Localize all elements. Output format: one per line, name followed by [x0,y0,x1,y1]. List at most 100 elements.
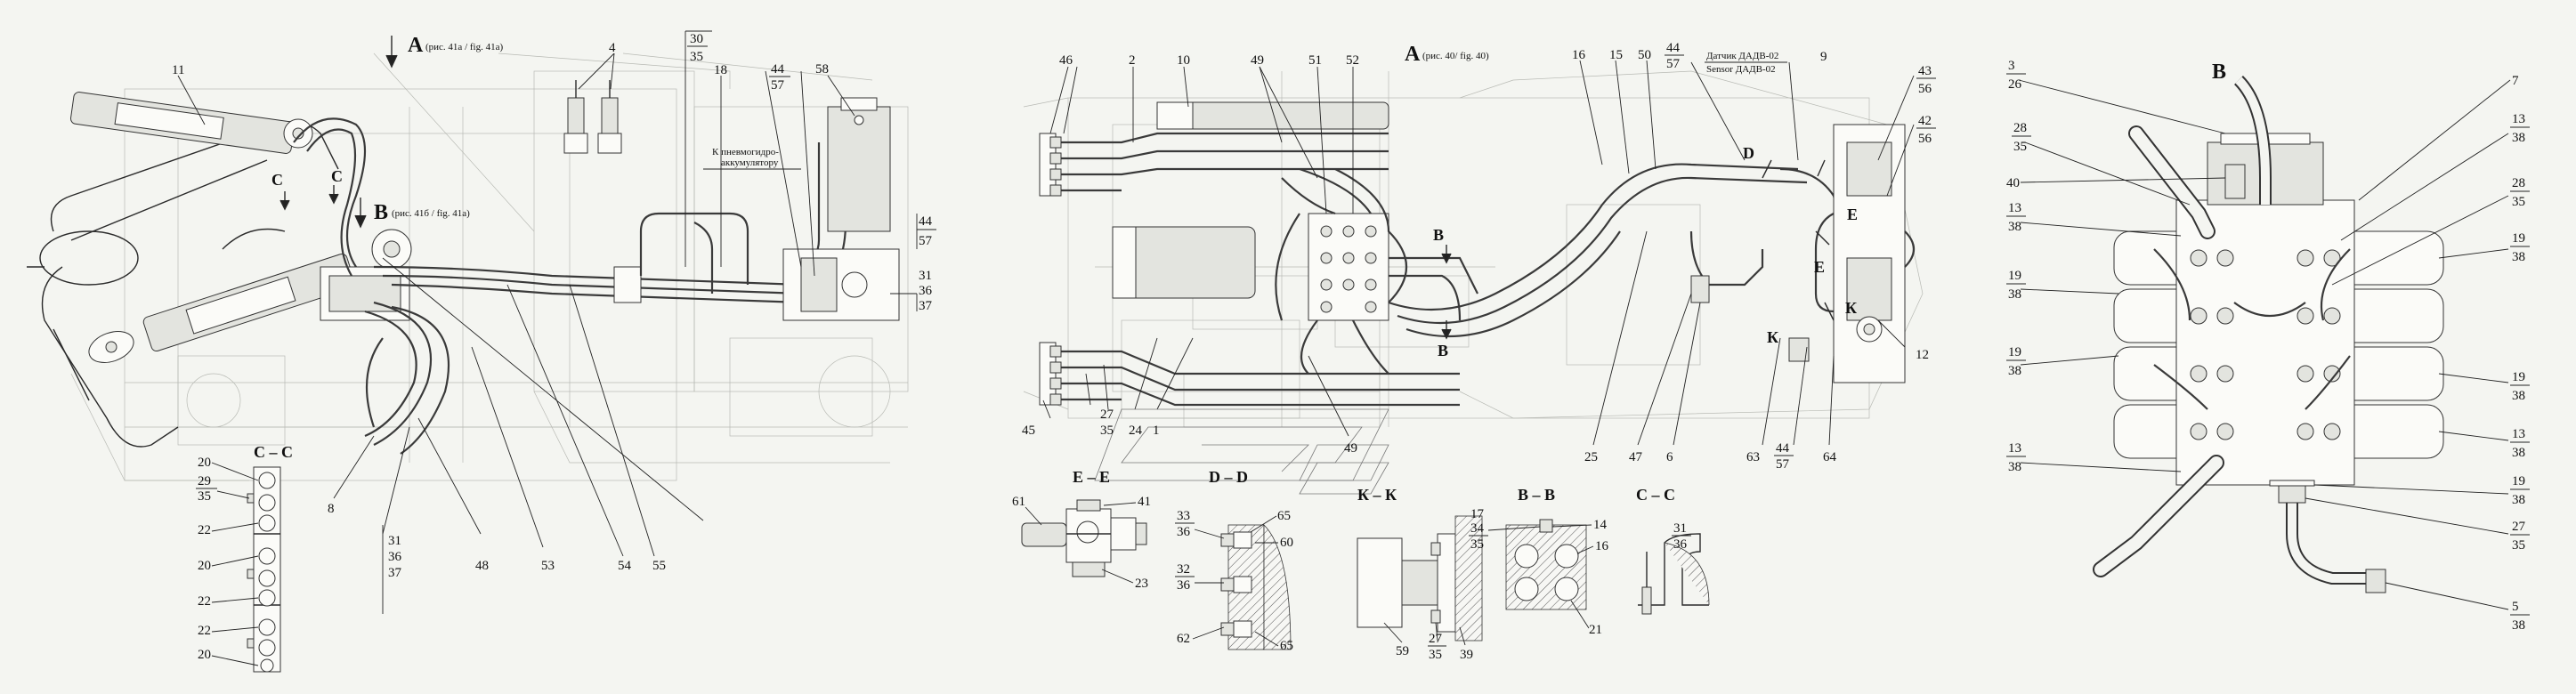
center-label-12: 12 [1916,348,1929,362]
cut-k2: К [1767,328,1778,346]
r-label-27: 27 [2512,520,2526,534]
right-view-labels: 3 26 7 28 35 13 38 40 13 38 28 35 19 38 … [2006,59,2530,633]
r-label-19c: 19 [2008,345,2021,359]
center-label-6: 6 [1666,450,1673,464]
label-48: 48 [475,559,489,573]
center-label-49a: 49 [1251,53,1264,68]
center-label-64: 64 [1823,450,1837,464]
dd-label-60: 60 [1280,536,1293,550]
label-58: 58 [815,62,829,77]
r-label-19b: 19 [2008,269,2021,283]
r-label-38f: 38 [2512,389,2525,403]
section-ee-title: Е – Е [1073,468,1110,486]
label-57b: 57 [919,234,933,248]
ee-label-61: 61 [1012,495,1025,509]
section-bb-title: В – В [1518,486,1555,504]
label-57a: 57 [771,78,785,93]
r-label-35c: 35 [2512,538,2525,553]
r-label-38d: 38 [2008,287,2021,302]
right-view-b: B [2018,61,2511,610]
center-label-45: 45 [1022,424,1035,438]
center-label-46: 46 [1059,53,1073,68]
cc-label-20c: 20 [198,648,211,662]
center-label-43: 43 [1918,64,1932,78]
center-label-56a: 56 [1918,82,1932,96]
r-label-38j: 38 [2512,618,2525,633]
view-a-left-letter: A [408,34,424,57]
center-label-35: 35 [1100,424,1114,438]
bb-label-14: 14 [1593,518,1608,532]
center-label-50: 50 [1638,48,1651,62]
bb-label-35: 35 [1470,537,1484,552]
dd-label-62: 62 [1177,632,1190,646]
center-view-labels: A (рис. 40/ fig. 40) Датчик ДАДВ-02 Sens… [1022,41,1936,472]
kk-label-35: 35 [1429,648,1442,662]
center-label-44: 44 [1666,41,1681,55]
section-kk-title: К – К [1357,486,1397,504]
center-label-52: 52 [1346,53,1359,68]
center-label-49b: 49 [1344,441,1357,456]
label-54: 54 [618,559,632,573]
note-sensor-1: Датчик ДАДВ-02 [1706,51,1778,61]
section-bb: В – В 17 34 35 14 16 21 [1469,486,1609,637]
r-label-38i: 38 [2512,493,2525,507]
label-55: 55 [652,559,666,573]
left-view-labels: A (рис. 41а / fig. 41a) B (рис. 41б / fi… [172,32,936,580]
view-b-left-ref: (рис. 41б / fig. 41a) [392,208,470,219]
r-label-13a: 13 [2512,112,2525,126]
label-35a: 35 [690,50,703,64]
center-label-25: 25 [1584,450,1598,464]
bb-label-21: 21 [1589,623,1602,637]
center-label-1: 1 [1153,424,1160,438]
view-a-left-ref: (рис. 41а / fig. 41a) [425,42,503,52]
cut-c1: С [271,171,283,189]
cc-label-22a: 22 [198,523,211,537]
r-label-38g: 38 [2512,446,2525,460]
r-label-28b: 28 [2512,176,2525,190]
section-cc-right-title: С – С [1636,486,1675,504]
r-label-13c: 13 [2512,427,2525,441]
label-30: 30 [690,32,703,46]
r-label-35b: 35 [2512,195,2525,209]
r-label-5: 5 [2512,600,2519,614]
note-pneumo-1: К пневмогидро- [712,147,779,157]
center-label-47: 47 [1629,450,1643,464]
cc-label-35: 35 [198,489,211,504]
ccr-label-31: 31 [1673,521,1687,536]
view-a-center-letter: A [1405,43,1421,66]
r-label-7: 7 [2512,74,2519,88]
r-label-38b: 38 [2008,220,2021,234]
section-dd: D – D 33 36 65 60 32 36 62 65 [1175,468,1293,653]
section-cc-left: С – С 20 29 35 22 20 22 22 20 [196,443,293,673]
right-port-circles [2190,249,2341,440]
r-label-13d: 13 [2008,441,2021,456]
center-label-57: 57 [1666,57,1681,71]
label-36a: 36 [919,284,933,298]
bb-label-16: 16 [1595,539,1609,553]
ee-label-23: 23 [1135,577,1148,591]
section-kk: К – К 59 27 35 39 [1357,486,1483,662]
section-ee: Е – Е 61 41 23 [1012,468,1151,591]
cc-label-20b: 20 [198,559,211,573]
r-label-19a: 19 [2512,231,2525,246]
dd-label-32: 32 [1177,562,1190,577]
label-37a: 37 [919,299,933,313]
r-label-38a: 38 [2512,131,2525,145]
cc-label-22b: 22 [198,594,211,609]
center-label-16: 16 [1572,48,1586,62]
section-dd-title: D – D [1209,468,1248,486]
bb-label-34: 34 [1470,521,1485,536]
note-pneumo-2: аккумулятору [721,157,779,168]
r-label-28a: 28 [2013,121,2027,135]
center-label-9: 9 [1820,50,1827,64]
cc-label-22c: 22 [198,624,211,638]
cc-label-29: 29 [198,474,211,488]
center-label-15: 15 [1609,48,1623,62]
center-label-44b: 44 [1776,441,1790,456]
section-cc-right: С – С 31 36 [1636,486,1710,615]
r-label-19e: 19 [2512,474,2525,488]
r-label-35a: 35 [2013,140,2027,154]
ccr-label-36: 36 [1673,537,1688,552]
label-4: 4 [609,41,616,55]
